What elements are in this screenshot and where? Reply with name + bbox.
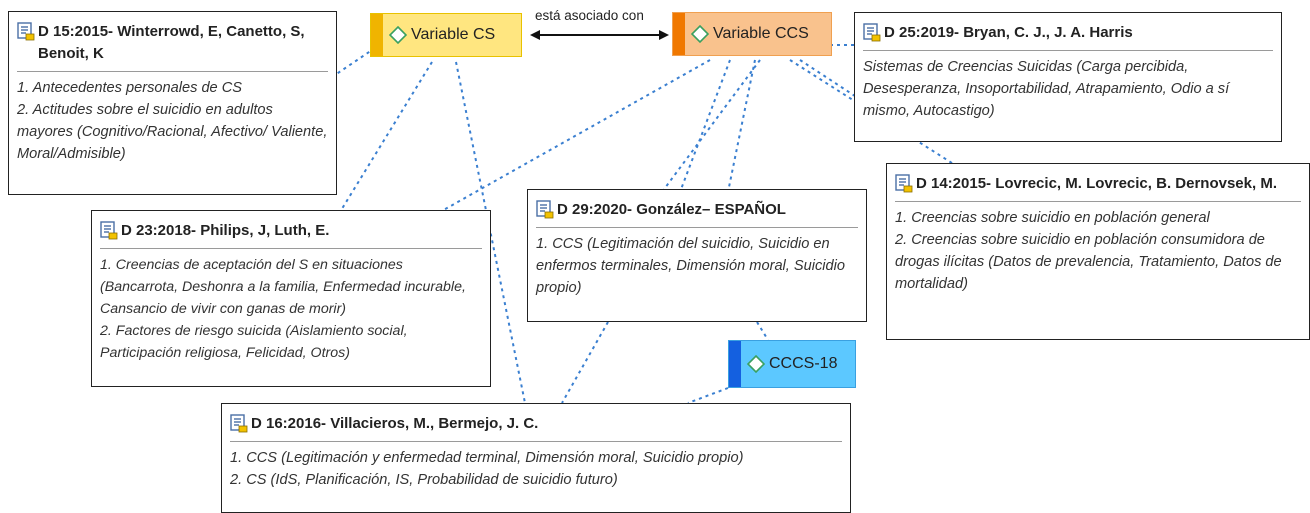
code-stripe (371, 14, 383, 56)
document-icon (895, 174, 913, 193)
code-node-variable-cs[interactable]: Variable CS (370, 13, 522, 57)
document-header: D 29:2020- González– ESPAÑOL (528, 190, 866, 227)
document-item: 1. Creencias de aceptación del S en situ… (100, 257, 466, 317)
code-label: CCCS-18 (769, 355, 838, 372)
document-body: 1. CCS (Legitimación del suicidio, Suici… (528, 228, 866, 303)
link-cccs-d16 (687, 387, 729, 404)
document-item: 1. Antecedentes personales de CS (17, 80, 242, 96)
document-item: 2. Factores de riesgo suicida (Aislamien… (100, 323, 408, 361)
code-label: Variable CCS (713, 25, 809, 42)
document-body: 1. Antecedentes personales de CS 2. Acti… (9, 72, 336, 169)
code-stripe (729, 341, 741, 387)
document-item: 2. Actitudes sobre el suicidio en adulto… (17, 102, 328, 162)
document-divider (895, 201, 1301, 202)
document-item: 1. CCS (Legitimación del suicidio, Suici… (536, 236, 846, 296)
document-d23[interactable]: D 23:2018- Philips, J, Luth, E. 1. Creen… (91, 210, 491, 387)
document-item: 1. CCS (Legitimación y enfermedad termin… (230, 450, 744, 466)
link-ccs-d23 (439, 59, 711, 213)
document-divider (230, 441, 842, 442)
link-ccs-d14 (789, 59, 956, 166)
document-item: 2. CS (IdS, Planificación, IS, Probabili… (230, 472, 618, 488)
document-title: D 25:2019- Bryan, C. J., J. A. Harris (884, 24, 1133, 41)
document-icon (17, 22, 35, 41)
link-cs-d16 (455, 61, 526, 404)
document-header: D 16:2016- Villacieros, M., Bermejo, J. … (222, 404, 850, 441)
document-d25[interactable]: D 25:2019- Bryan, C. J., J. A. Harris Si… (854, 12, 1282, 142)
document-title: D 15:2015- Winterrowd, E, Canetto, S, Be… (38, 23, 305, 62)
link-cs-d15 (334, 47, 376, 76)
link-ccs-d16 (661, 59, 761, 193)
document-divider (17, 71, 328, 72)
document-divider (100, 248, 482, 249)
document-header: D 15:2015- Winterrowd, E, Canetto, S, Be… (9, 12, 336, 71)
document-body: 1. CCS (Legitimación y enfermedad termin… (222, 442, 850, 495)
document-body: Sistemas de Creencias Suicidas (Carga pe… (855, 51, 1281, 126)
dotted-links (334, 44, 956, 404)
document-d29[interactable]: D 29:2020- González– ESPAÑOL 1. CCS (Leg… (527, 189, 867, 322)
document-icon (230, 414, 248, 433)
document-title: D 23:2018- Philips, J, Luth, E. (121, 222, 330, 239)
document-header: D 14:2015- Lovrecic, M. Lovrecic, B. Der… (887, 164, 1309, 201)
document-body: 1. Creencias sobre suicidio en población… (887, 202, 1309, 299)
document-d15[interactable]: D 15:2015- Winterrowd, E, Canetto, S, Be… (8, 11, 337, 195)
document-header: D 23:2018- Philips, J, Luth, E. (92, 211, 490, 248)
code-diamond-icon (691, 25, 709, 43)
document-title: D 14:2015- Lovrecic, M. Lovrecic, B. Der… (916, 175, 1277, 192)
code-node-variable-ccs[interactable]: Variable CCS (672, 12, 832, 56)
document-divider (536, 227, 858, 228)
document-d14[interactable]: D 14:2015- Lovrecic, M. Lovrecic, B. Der… (886, 163, 1310, 340)
document-icon (863, 23, 881, 42)
code-stripe (673, 13, 685, 55)
document-header: D 25:2019- Bryan, C. J., J. A. Harris (855, 13, 1281, 50)
code-label: Variable CS (411, 26, 496, 43)
association-label: está asociado con (535, 8, 644, 23)
code-node-cccs-18[interactable]: CCCS-18 (728, 340, 856, 388)
code-diamond-icon (747, 355, 765, 373)
code-diamond-icon (389, 26, 407, 44)
link-d29-d16 (561, 321, 609, 404)
link-cs-d23 (339, 61, 433, 213)
link-d29-cccs (756, 321, 769, 341)
document-body: 1. Creencias de aceptación del S en situ… (92, 249, 490, 368)
document-item: 1. Creencias sobre suicidio en población… (895, 210, 1210, 226)
link-ccs-d25b (799, 59, 859, 99)
document-d16[interactable]: D 16:2016- Villacieros, M., Bermejo, J. … (221, 403, 851, 513)
document-item: 2. Creencias sobre suicidio en población… (895, 232, 1282, 292)
document-item: Sistemas de Creencias Suicidas (Carga pe… (863, 59, 1230, 119)
link-ccs-d29 (679, 59, 731, 193)
document-divider (863, 50, 1273, 51)
document-icon (536, 200, 554, 219)
link-ccs-d29b (727, 59, 756, 193)
document-title: D 29:2020- González– ESPAÑOL (557, 201, 786, 218)
document-icon (100, 221, 118, 240)
document-title: D 16:2016- Villacieros, M., Bermejo, J. … (251, 415, 539, 432)
